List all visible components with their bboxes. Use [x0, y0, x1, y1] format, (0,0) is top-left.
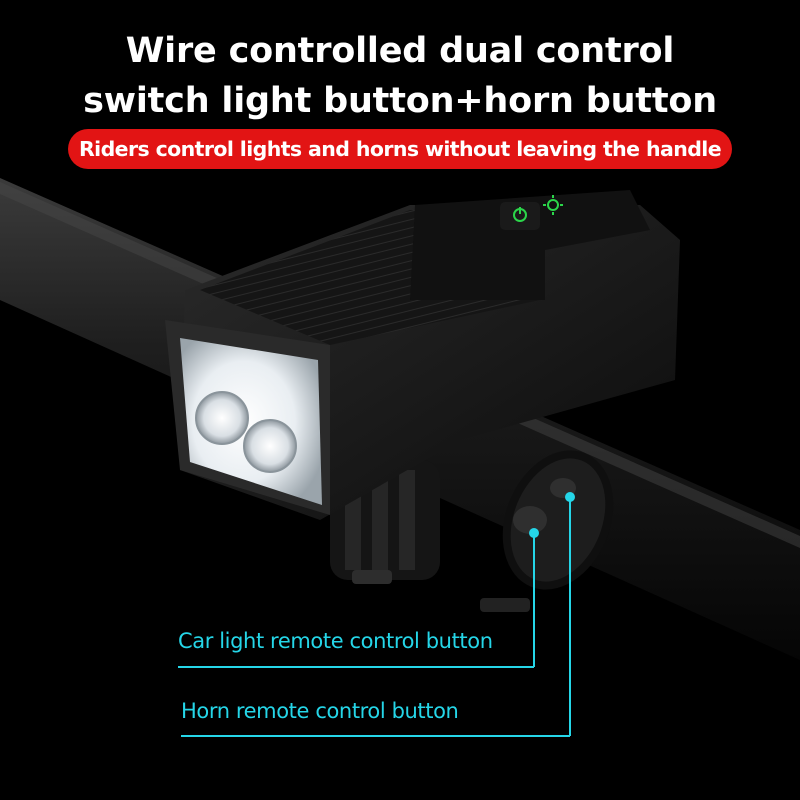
- led-right: [243, 419, 297, 473]
- callout-light-button: Car light remote control button: [178, 629, 493, 653]
- headline-line-1: Wire controlled dual control: [125, 31, 675, 71]
- light-remote-button: [513, 506, 547, 534]
- callout-lines: [178, 492, 575, 737]
- callout-horn-button: Horn remote control button: [181, 699, 459, 723]
- light-mode-icon: [543, 195, 563, 215]
- led-left: [195, 391, 249, 445]
- headline-line-2: switch light button+horn button: [83, 81, 717, 121]
- tagline-banner: Riders control lights and horns without …: [68, 129, 732, 169]
- bike-light: [165, 190, 680, 520]
- power-icon: [513, 207, 527, 222]
- headline: Wire controlled dual control switch ligh…: [0, 26, 800, 126]
